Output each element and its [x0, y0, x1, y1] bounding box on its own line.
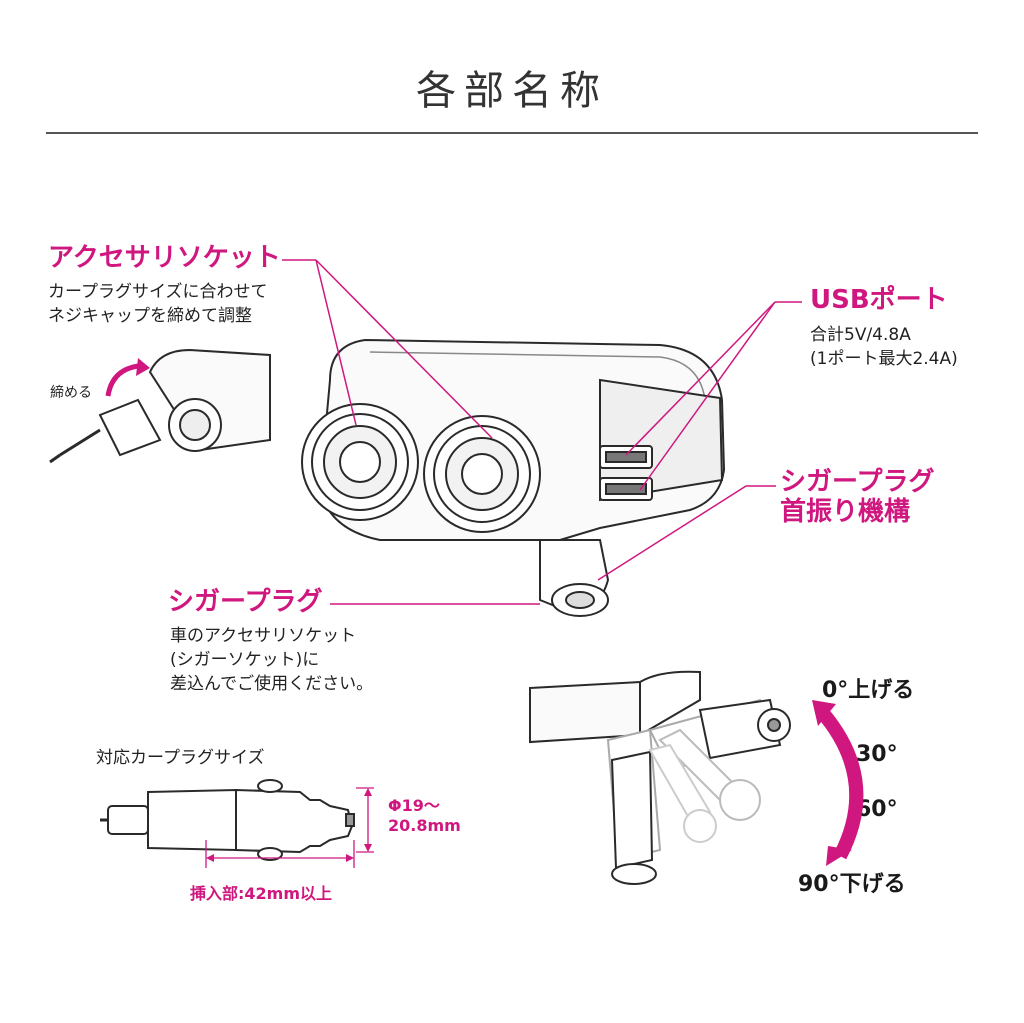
- accessory-socket-desc-line-1: カープラグサイズに合わせて: [48, 282, 268, 302]
- accessory-socket-heading: アクセサリソケット: [48, 243, 281, 273]
- angle-90-label: 90°下げる: [798, 872, 906, 897]
- plug-size-heading: 対応カープラグサイズ: [96, 748, 265, 768]
- accessory-socket-desc-line-2: ネジキャップを締めて調整: [48, 306, 252, 326]
- usb-port-leader-lines: [625, 301, 802, 491]
- cigar-plug-heading: シガープラグ: [168, 587, 323, 617]
- swivel-heading-line-1: シガープラグ: [780, 467, 935, 497]
- accessory-socket-leader-lines: [282, 259, 493, 439]
- diameter-line-1: Φ19〜: [388, 796, 440, 815]
- angle-0-label: 0°上げる: [822, 678, 915, 703]
- tighten-arrow-icon: [105, 363, 139, 397]
- title-divider: [46, 132, 978, 134]
- diameter-label: Φ19〜 20.8mm: [388, 796, 461, 836]
- swivel-leader-line: [597, 485, 776, 581]
- cigar-plug-desc-line-3: 差込んでご使用ください。: [170, 674, 374, 694]
- swivel-arrow-icon: [816, 707, 864, 860]
- swivel-heading-line-2: 首振り機構: [780, 496, 911, 527]
- usb-port-desc: 合計5V/4.8A (1ポート最大2.4A): [810, 323, 958, 371]
- dimension-lines: [205, 787, 374, 868]
- swivel-angle-drawing: [529, 670, 791, 885]
- cigar-plug-desc-line-1: 車のアクセサリソケット: [170, 626, 357, 646]
- swivel-heading: シガープラグ 首振り機構: [780, 467, 935, 528]
- car-plug-drawing: [100, 779, 355, 861]
- tighten-inset-drawing: [49, 348, 271, 464]
- cigar-plug-desc: 車のアクセサリソケット (シガーソケット)に 差込んでご使用ください。: [170, 624, 373, 696]
- usb-port-desc-line-1: 合計5V/4.8A: [810, 325, 911, 345]
- diameter-line-2: 20.8mm: [388, 816, 461, 835]
- accessory-socket-desc: カープラグサイズに合わせて ネジキャップを締めて調整: [48, 280, 267, 328]
- usb-port-heading: USBポート: [810, 285, 948, 315]
- angle-30-label: 30°: [856, 742, 898, 767]
- main-product-drawing: [301, 338, 726, 617]
- page-title: 各部名称: [416, 68, 608, 114]
- usb-port-desc-line-2: (1ポート最大2.4A): [810, 349, 958, 369]
- cigar-plug-desc-line-2: (シガーソケット)に: [170, 650, 320, 670]
- tighten-label: 締める: [50, 385, 92, 401]
- insert-length-label: 挿入部:42mm以上: [190, 884, 333, 903]
